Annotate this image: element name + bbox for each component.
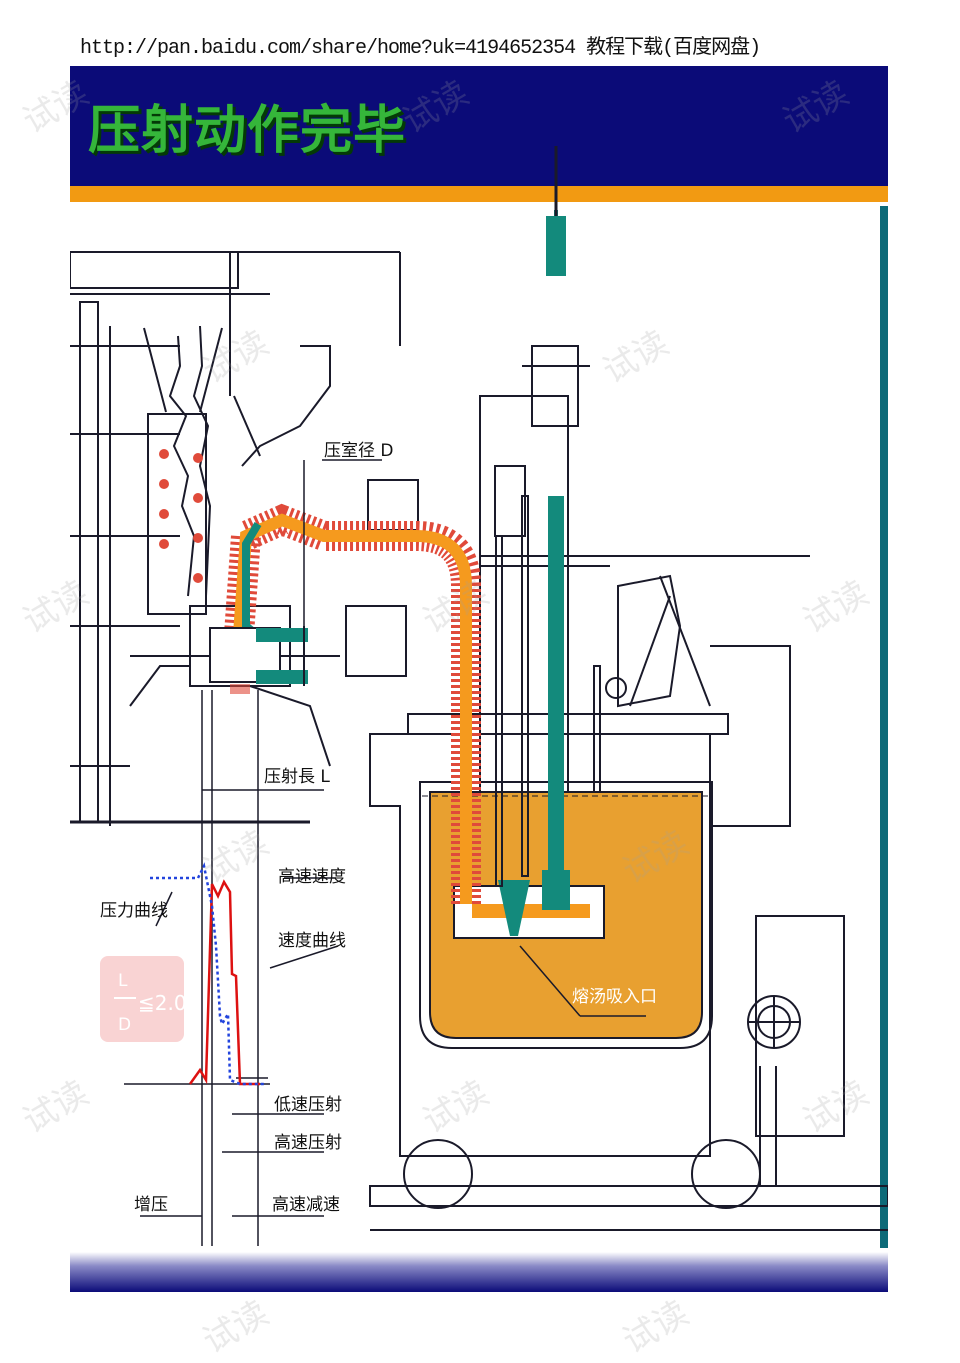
plunger-rod xyxy=(548,496,564,876)
label-high-speed-velocity: 高速速度 xyxy=(278,867,346,887)
pressure-curve xyxy=(150,862,266,1086)
bottom-gradient-bar xyxy=(70,1252,888,1292)
label-melt-inlet: 熔汤吸入口 xyxy=(572,987,657,1007)
linkage-plate xyxy=(617,574,682,708)
right-edge-bar xyxy=(880,206,888,1248)
plunger-rod-top xyxy=(546,216,566,276)
slide-title: 压射动作完毕 xyxy=(88,101,407,161)
label-pressure-curve: 压力曲线 xyxy=(100,901,168,921)
watermark: 试读 xyxy=(196,1293,276,1362)
label-high-speed-shot: 高速压射 xyxy=(274,1133,342,1153)
nozzle-sleeve xyxy=(242,521,269,646)
burner-housing xyxy=(755,915,845,1137)
label-shot-length: 压射長 L xyxy=(264,767,330,787)
ratio-box xyxy=(100,956,184,1042)
gooseneck-channel xyxy=(230,513,472,904)
ratio-denominator: D xyxy=(118,1015,131,1035)
wheel-left xyxy=(403,1139,473,1209)
velocity-curve xyxy=(188,879,260,1086)
title-stripe xyxy=(70,186,888,202)
frame-top-beam xyxy=(70,251,239,289)
wheel-right xyxy=(691,1139,761,1209)
slide: 压射动作完毕 xyxy=(70,66,888,1292)
ratio-numerator: L xyxy=(118,971,128,991)
frame-column xyxy=(79,301,99,823)
linkage-pivot xyxy=(605,677,627,699)
die-heaters xyxy=(159,449,203,583)
pump-passage xyxy=(472,904,590,918)
hot-chamber-diagram: 压室径 D 压射長 L 高速速度 压力曲线 速度曲线 L D ≦2.0 熔汤吸入… xyxy=(70,146,888,1246)
crucible xyxy=(419,781,713,1049)
die-block xyxy=(147,413,207,615)
label-high-speed-decel: 高速减速 xyxy=(272,1195,340,1215)
label-intensification: 增压 xyxy=(134,1195,168,1215)
inlet-valve xyxy=(498,880,530,936)
title-bar: 压射动作完毕 xyxy=(70,66,888,186)
watermark: 试读 xyxy=(616,1293,696,1362)
guide-block xyxy=(494,465,526,537)
label-velocity-curve: 速度曲线 xyxy=(278,931,346,951)
plunger-tip xyxy=(542,870,570,910)
base-frame xyxy=(369,1185,888,1207)
label-low-speed-shot: 低速压射 xyxy=(274,1095,342,1115)
label-chamber-diameter: 压室径 D xyxy=(324,441,394,461)
ratio-value: ≦2.0 xyxy=(138,991,187,1015)
source-url: http://pan.baidu.com/share/home?uk=41946… xyxy=(80,37,761,60)
hydraulic-cylinder xyxy=(531,345,579,427)
furnace-lid xyxy=(407,713,729,735)
support-block xyxy=(345,605,407,677)
